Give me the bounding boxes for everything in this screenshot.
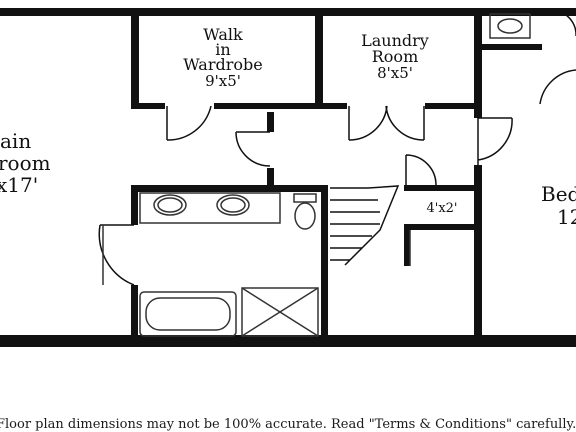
- wardrobe-bottom-wall-b: [214, 103, 347, 109]
- shower: [241, 287, 319, 337]
- bedroom-dims: 12: [557, 205, 576, 229]
- ensuite-top-wall: [131, 185, 327, 192]
- bedroom-label: Bed: [541, 182, 576, 206]
- closet-dims: 4'x2': [426, 201, 457, 216]
- laundry-dims: 8'x5': [377, 64, 413, 82]
- wardrobe-dims: 9'x5': [205, 72, 241, 90]
- room-labels: Walk in Wardrobe 9'x5' Laundry Room 8'x5…: [0, 25, 576, 229]
- closet-left-wall: [404, 224, 410, 266]
- laundry-door-right: [385, 105, 425, 141]
- stairs: [330, 185, 400, 266]
- wardrobe-label-2: in: [215, 40, 230, 59]
- bath-fixtures: [102, 13, 531, 337]
- closet-top-wall: [404, 185, 482, 191]
- topright-sink: [489, 13, 531, 39]
- ensuite-left-wall: [131, 185, 138, 225]
- toilet-bowl: [294, 202, 316, 230]
- bedroom-door: [477, 117, 513, 165]
- main-bedroom-label-1: ain: [0, 129, 31, 153]
- wardrobe-label-3: Wardrobe: [183, 55, 262, 74]
- ensuite-left-wall-low: [131, 285, 138, 340]
- main-bedroom-label-2: room: [0, 151, 51, 175]
- bathtub: [139, 291, 237, 337]
- laundry-bottom-wall-a: [425, 103, 482, 109]
- hall-door: [235, 131, 271, 167]
- topright-bath-wall: [482, 44, 542, 50]
- bottom-wall: [0, 335, 576, 347]
- topright-door: [539, 69, 576, 105]
- closet-door: [405, 154, 437, 186]
- toilet-tank: [293, 193, 317, 203]
- sink-left: [153, 194, 187, 216]
- laundry-right-wall: [474, 8, 482, 108]
- ensuite-right-wall: [321, 185, 328, 340]
- doors: [98, 9, 576, 286]
- wardrobe-door: [166, 105, 212, 141]
- vanity: [139, 192, 281, 224]
- wardrobe-bottom-wall-a: [131, 103, 165, 109]
- laundry-label-2: Room: [372, 47, 418, 66]
- top-wall: [0, 8, 576, 16]
- sink-right: [216, 194, 250, 216]
- bedroom-left-wall: [474, 108, 482, 118]
- laundry-label-1: Laundry: [361, 31, 429, 50]
- wardrobe-left-wall: [131, 8, 139, 108]
- closet-bottom-wall: [404, 224, 482, 230]
- bedroom-left-wall-low: [474, 165, 482, 340]
- hall-post: [267, 112, 274, 132]
- ensuite-door: [98, 224, 135, 286]
- laundry-door-left: [348, 105, 388, 141]
- walls: [0, 8, 576, 347]
- wardrobe-label-1: Walk: [203, 25, 243, 44]
- hall-post-lower: [267, 168, 274, 186]
- main-bedroom-dims: x17': [0, 173, 38, 197]
- disclaimer-text: Floor plan dimensions may not be 100% ac…: [0, 417, 576, 432]
- wardrobe-laundry-wall: [315, 8, 323, 108]
